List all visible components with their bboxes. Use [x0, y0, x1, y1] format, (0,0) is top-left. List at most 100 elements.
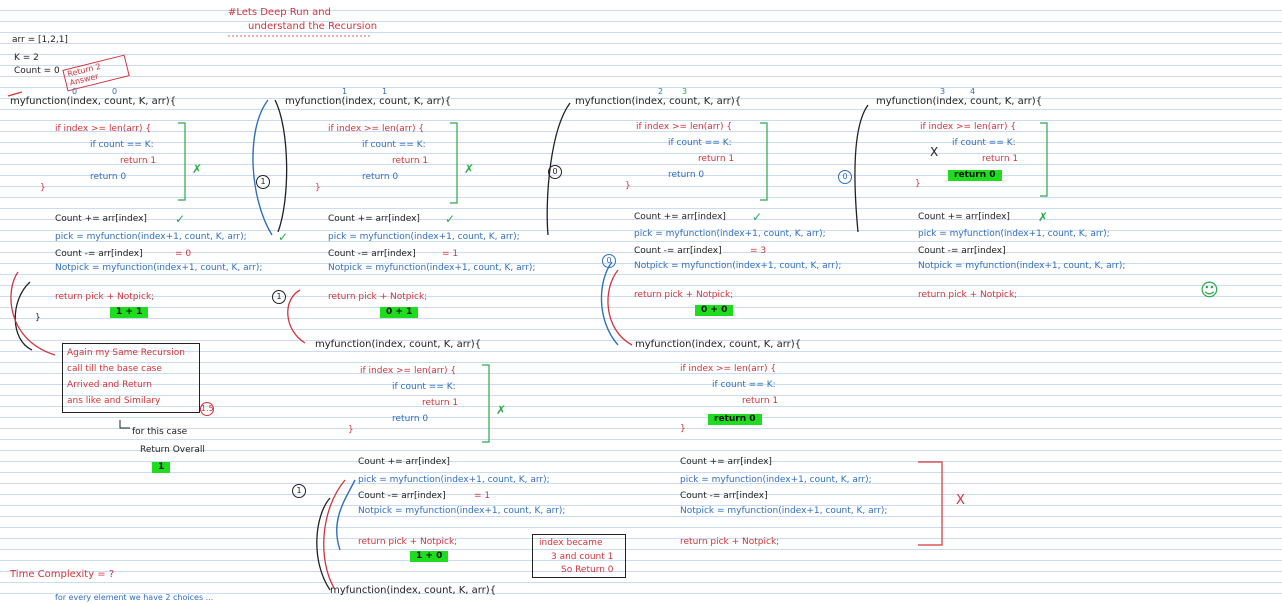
- check-mark: ✓: [445, 212, 456, 226]
- pick-line: pick = myfunction(index+1, count, K, arr…: [634, 229, 826, 239]
- function-signature-call: myfunction(index, count, K, arr){: [285, 96, 452, 107]
- note-line: Again my Same Recursion: [67, 348, 185, 358]
- base-case-return0-highlight: return 0: [948, 170, 1002, 181]
- base-case-if-count: if count == K:: [392, 382, 456, 392]
- return-sum-line: return pick + Notpick;: [328, 292, 428, 302]
- circled-number: 0: [602, 254, 616, 268]
- base-case-if: if index >= len(arr) {: [328, 124, 425, 134]
- note-box: Again my Same Recursion call till the ba…: [62, 343, 200, 413]
- pick-line: pick = myfunction(index+1, count, K, arr…: [918, 229, 1110, 239]
- count-label: 0: [112, 87, 118, 96]
- notpick-line: Notpick = myfunction(index+1, count, K, …: [680, 506, 888, 516]
- note-line: ans like and Similary: [67, 396, 161, 406]
- base-case-return1: return 1: [742, 396, 779, 406]
- base-case-return1: return 1: [422, 398, 459, 408]
- cross-mark: ✗: [1038, 210, 1049, 224]
- pick-line: pick = myfunction(index+1, count, K, arr…: [55, 232, 247, 242]
- pick-line: pick = myfunction(index+1, count, K, arr…: [680, 475, 872, 485]
- function-signature-call: myfunction(index, count, K, arr){: [330, 585, 497, 596]
- note-line: So Return 0: [561, 565, 614, 575]
- base-case-if-count: if count == K:: [668, 138, 732, 148]
- index-label: 3: [940, 87, 946, 96]
- base-case-if: if index >= len(arr) {: [55, 124, 152, 134]
- return-sum-line: return pick + Notpick;: [680, 537, 780, 547]
- return-note: Return 2 Answer: [62, 54, 130, 92]
- return-sum-line: return pick + Notpick;: [634, 290, 734, 300]
- count-label: 1: [382, 87, 388, 96]
- function-signature-call: myfunction(index, count, K, arr){: [876, 96, 1043, 107]
- close-brace: }: [348, 425, 354, 435]
- base-case-return0: return 0: [90, 172, 127, 182]
- circled-number: 1: [256, 175, 270, 189]
- function-signature-call: myfunction(index, count, K, arr){: [575, 96, 742, 107]
- close-brace: }: [915, 179, 921, 189]
- base-case-return1: return 1: [982, 154, 1019, 164]
- cross-mark: ✗: [496, 403, 507, 417]
- index-note-box: index became 3 and count 1 So Return 0: [532, 534, 626, 578]
- count-minus-line: Count -= arr[index]: [634, 246, 722, 256]
- result-highlight: 1: [152, 462, 171, 473]
- count-value: = 1: [474, 491, 491, 501]
- note-line: call till the base case: [67, 364, 162, 374]
- notpick-line: Notpick = myfunction(index+1, count, K, …: [55, 263, 263, 273]
- note-line: Arrived and Return: [67, 380, 152, 390]
- count-plus-line: Count += arr[index]: [918, 212, 1010, 222]
- count-plus-line: Count += arr[index]: [328, 214, 420, 224]
- count-plus-line: Count += arr[index]: [634, 212, 726, 222]
- return-sum-line: return pick + Notpick;: [55, 292, 155, 302]
- return-sum-line: return pick + Notpick;: [358, 537, 458, 547]
- smiley-icon: ☺: [1200, 280, 1219, 301]
- base-case-return0: return 0: [362, 172, 399, 182]
- notpick-line: Notpick = myfunction(index+1, count, K, …: [328, 263, 536, 273]
- sum-highlight: 0 + 1: [380, 307, 419, 318]
- count-value: = 0: [175, 249, 192, 259]
- count-minus-line: Count -= arr[index]: [358, 491, 446, 501]
- check-mark: ✓: [752, 210, 763, 224]
- title-line1: #Lets Deep Run and: [228, 7, 331, 18]
- count-label: 4: [970, 87, 976, 96]
- circled-number: 1: [292, 484, 306, 498]
- base-case-return0-highlight: return 0: [708, 414, 762, 425]
- time-complexity-label: Time Complexity = ?: [10, 569, 115, 580]
- cross-mark: X: [930, 145, 939, 159]
- check-mark: ✗: [464, 162, 475, 176]
- sum-highlight: 1 + 0: [410, 551, 449, 562]
- close-brace: }: [315, 183, 321, 193]
- base-case-return1: return 1: [698, 154, 735, 164]
- base-case-if-count: if count == K:: [90, 140, 154, 150]
- note-line: 3 and count 1: [551, 552, 614, 562]
- close-brace: }: [40, 183, 46, 193]
- arr-definition: arr = [1,2,1]: [12, 35, 68, 45]
- function-signature-root: myfunction(index, count, K, arr){: [10, 96, 177, 107]
- index-label: 0: [72, 87, 78, 96]
- pick-line: pick = myfunction(index+1, count, K, arr…: [358, 475, 550, 485]
- base-case-return1: return 1: [392, 156, 429, 166]
- sum-highlight: 0 + 0: [695, 305, 734, 316]
- count-plus-line: Count += arr[index]: [358, 457, 450, 467]
- count-plus-line: Count += arr[index]: [55, 214, 147, 224]
- note-line: index became: [539, 538, 603, 548]
- base-case-return1: return 1: [120, 156, 157, 166]
- count-definition: Count = 0: [14, 66, 60, 76]
- circled-number: 0: [838, 170, 852, 184]
- check-mark: ✗: [192, 162, 203, 176]
- base-case-return0: return 0: [668, 170, 705, 180]
- count-plus-line: Count += arr[index]: [680, 457, 772, 467]
- index-label: 1: [342, 87, 348, 96]
- overall-note1: for this case: [132, 427, 188, 437]
- base-case-if-count: if count == K:: [362, 140, 426, 150]
- circled-number: 0: [548, 165, 562, 179]
- check-mark: ✓: [278, 230, 289, 244]
- base-case-if-count: if count == K:: [712, 380, 776, 390]
- pick-line: pick = myfunction(index+1, count, K, arr…: [328, 232, 520, 242]
- k-definition: K = 2: [14, 53, 39, 63]
- close-brace: }: [35, 313, 41, 323]
- notpick-line: Notpick = myfunction(index+1, count, K, …: [918, 261, 1126, 271]
- notpick-line: Notpick = myfunction(index+1, count, K, …: [358, 506, 566, 516]
- base-case-if: if index >= len(arr) {: [636, 122, 733, 132]
- base-case-if: if index >= len(arr) {: [360, 366, 457, 376]
- count-label: 3: [682, 87, 688, 96]
- count-minus-line: Count -= arr[index]: [680, 491, 768, 501]
- function-signature-call: myfunction(index, count, K, arr){: [315, 339, 482, 350]
